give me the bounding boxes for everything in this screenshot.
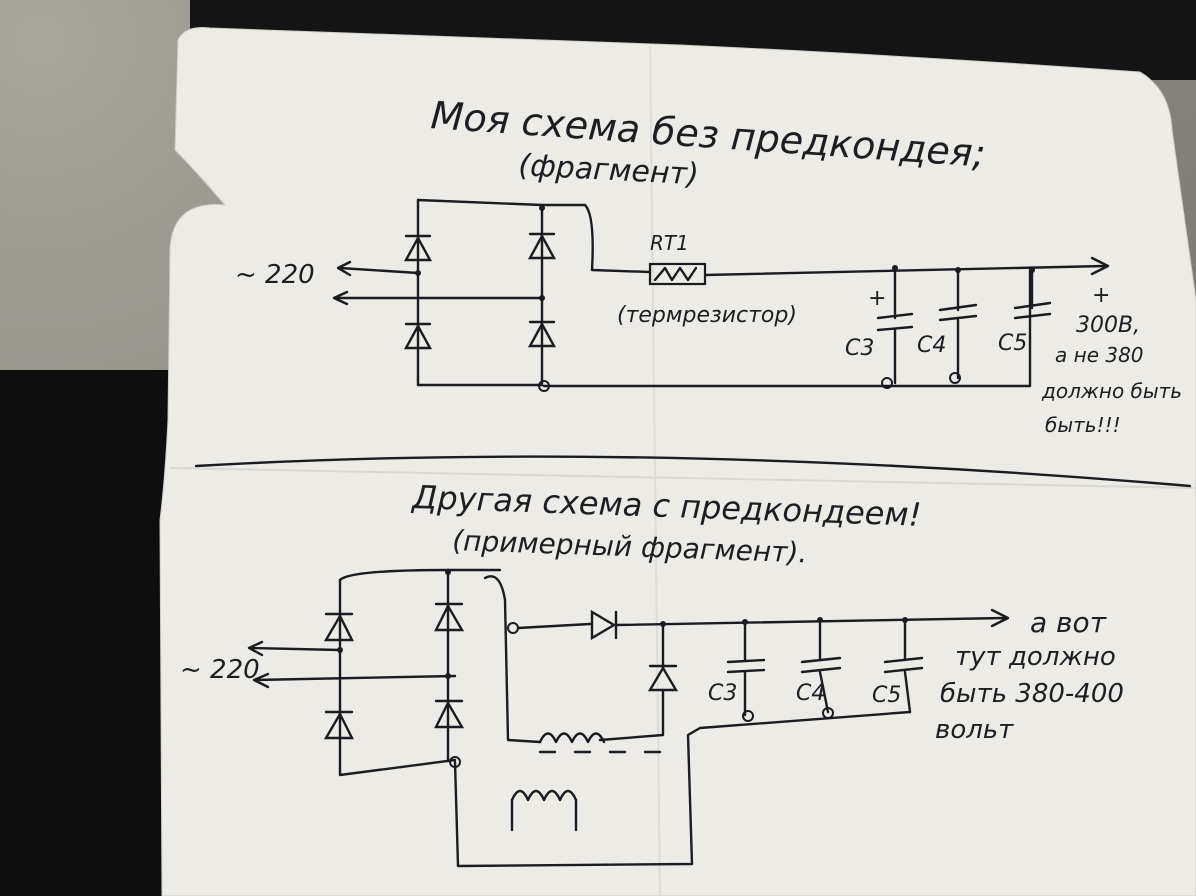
- inductor-secondary-icon: [510, 789, 578, 802]
- diagram2-note-line3: быть 380-400: [940, 679, 1124, 709]
- diagram1-output-rail: [703, 256, 1110, 277]
- diagram1-input-arrows: [332, 260, 544, 306]
- diagram1-note-line1: а не 380: [1055, 343, 1144, 367]
- c4-label: C4: [917, 333, 946, 358]
- thermistor-note: (термрезистор): [617, 303, 797, 328]
- c3-label-2: C3: [708, 681, 737, 706]
- diagram2-input-arrows: [247, 640, 457, 689]
- diagram1-note-line3: быть!!!: [1045, 413, 1121, 437]
- c4-label-2: C4: [796, 681, 825, 706]
- diagram2-bridge-rectifier: [323, 568, 502, 777]
- diode-icon: [434, 603, 465, 632]
- diagram2-note-line2: тут должно: [955, 642, 1116, 672]
- diagram1-input-label: ~ 220: [235, 260, 315, 290]
- paper-fold: [169, 467, 1196, 489]
- diagram1-note-line2: должно быть: [1041, 379, 1182, 403]
- c5-label: C5: [998, 331, 1027, 356]
- diagram1-capacitors: [876, 265, 1052, 389]
- diagram2-note-line1: а вот: [1030, 606, 1107, 639]
- diode-icon: [527, 321, 557, 348]
- output-plus-sign: +: [1092, 283, 1110, 308]
- c5-label-2: C5: [872, 683, 901, 708]
- diode-icon: [434, 700, 465, 729]
- diagram2-capacitors: [726, 617, 924, 722]
- diode-icon: [403, 235, 433, 262]
- pfc-diode-icon: [590, 609, 617, 641]
- diagram2-input-label: ~ 220: [180, 655, 260, 685]
- divider-line: [194, 455, 1192, 488]
- background-dark-corner: [0, 370, 170, 896]
- c3-plus-sign: +: [868, 286, 886, 311]
- diode-icon: [403, 323, 433, 350]
- diagram1-return-rail: [542, 268, 1032, 388]
- diagram2-note-line4: вольт: [935, 715, 1014, 745]
- diagram1-bridge-rectifier: [403, 198, 587, 392]
- diagram1-output-voltage: 300В,: [1076, 313, 1140, 338]
- diode-icon: [527, 233, 557, 260]
- inductor-icon: [538, 732, 606, 744]
- diagram1-wire: [583, 203, 652, 274]
- paper-fold-vertical: [649, 45, 661, 896]
- thermistor-label: RT1: [650, 231, 689, 255]
- diode-icon: [323, 711, 354, 740]
- c3-label: C3: [845, 336, 874, 361]
- diagram2-pfc-section: [453, 575, 1010, 868]
- diode-icon: [323, 613, 354, 642]
